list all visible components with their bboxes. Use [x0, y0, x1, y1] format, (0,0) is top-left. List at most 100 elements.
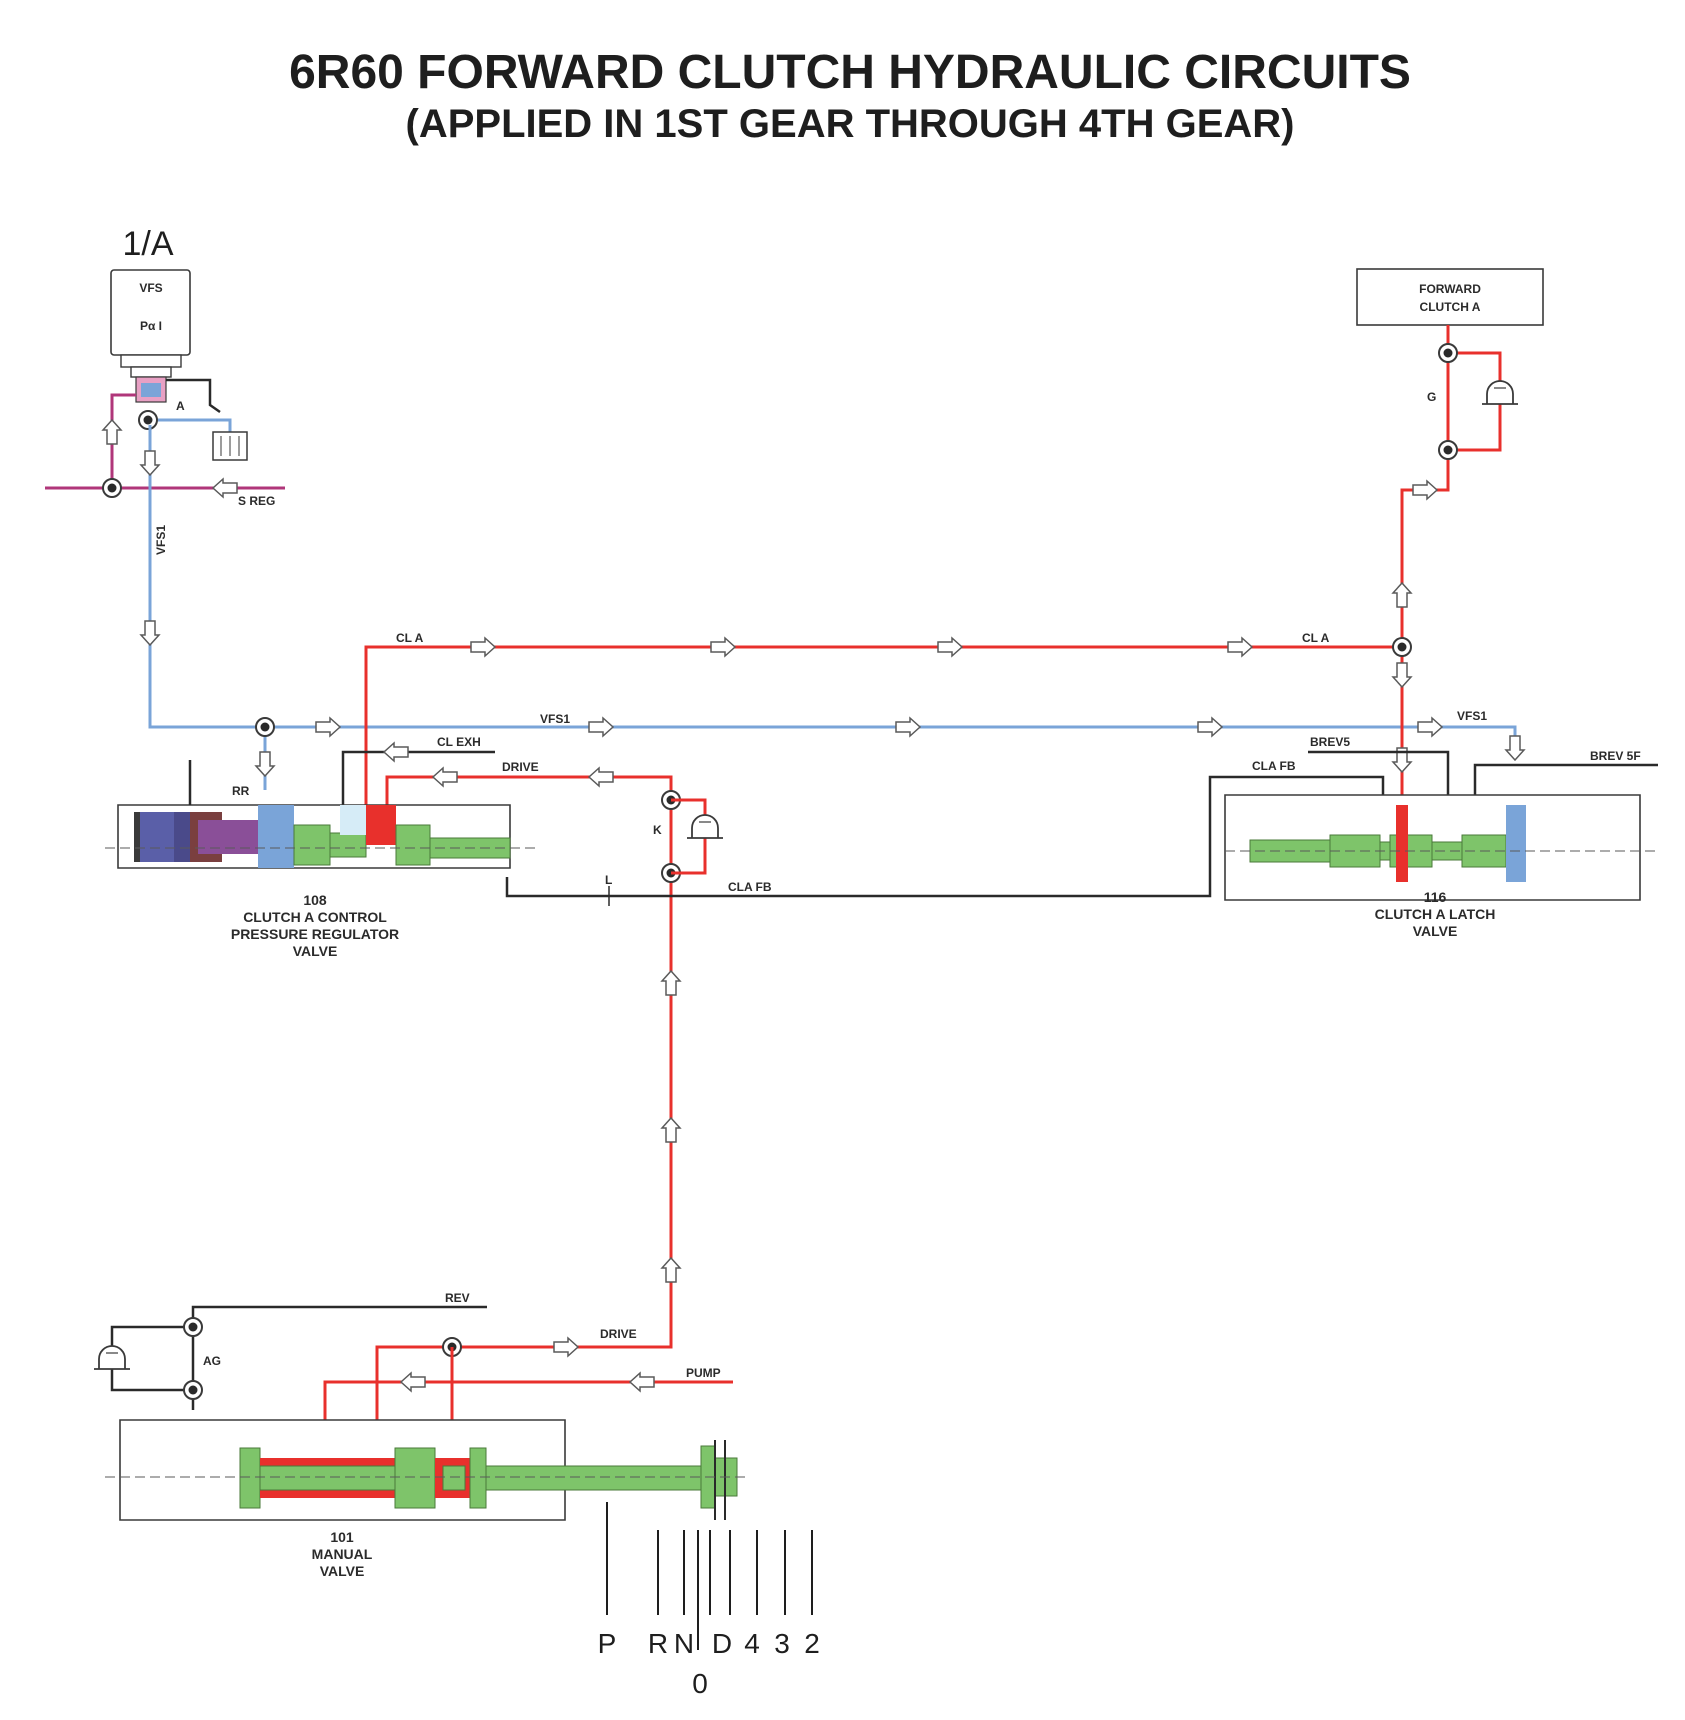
vfs1-right-label: VFS1 — [1457, 709, 1487, 723]
solenoid-label-vfs: VFS — [139, 281, 162, 295]
cl-a-junction — [1392, 637, 1412, 657]
check-ball-rr-label: RR — [232, 784, 250, 798]
vfs1-arrow-down-2 — [140, 620, 160, 646]
clutch-feed-ball-bottom — [1438, 440, 1458, 460]
brev5-line — [1308, 750, 1450, 795]
rev-label: REV — [445, 1291, 470, 1305]
check-ball-g-label: G — [1427, 390, 1436, 404]
cl-a-arrow-r1 — [470, 637, 496, 657]
vfs-solenoid: 1/A VFS Pα I — [110, 225, 191, 403]
vfs1-arrow-r5 — [1417, 717, 1443, 737]
s-reg-junction — [102, 478, 122, 498]
s-reg-label: S REG — [238, 494, 275, 508]
vfs1-junction — [255, 717, 275, 737]
ag-ball-bottom — [183, 1380, 203, 1400]
check-ball-a — [138, 410, 158, 430]
vfs1-mid-label: VFS1 — [540, 712, 570, 726]
valve-108-label-2: PRESSURE REGULATOR — [231, 926, 399, 942]
drive-line-top — [375, 775, 673, 1435]
vfs1-arrow-down-1 — [140, 450, 160, 476]
vfs1-arrow-r3 — [895, 717, 921, 737]
diagram-subtitle: (APPLIED IN 1ST GEAR THROUGH 4TH GEAR) — [406, 102, 1295, 146]
valve-116-label-2: VALVE — [1413, 923, 1458, 939]
cl-exh-line — [341, 750, 495, 805]
s-reg-flow-arrow-left — [212, 478, 238, 498]
vfs1-line — [148, 425, 1517, 758]
cl-a-line — [364, 353, 1450, 805]
drive-arrow-right-bottom — [553, 1337, 579, 1357]
drive-arrow-up-1 — [661, 970, 681, 996]
gear-position-2: 2 — [804, 1628, 820, 1659]
check-ball-ag-label: AG — [203, 1354, 221, 1368]
brev-5f-label: BREV 5F — [1590, 749, 1641, 763]
cl-a-arrow-up — [1392, 582, 1412, 608]
pump-label: PUMP — [686, 1366, 721, 1380]
drive-arrow-left-2 — [588, 767, 614, 787]
vfs1-arrow-r1 — [315, 717, 341, 737]
valve-101-label-2: VALVE — [320, 1563, 365, 1579]
ag-ball-top — [183, 1317, 203, 1337]
solenoid-feed-line — [110, 393, 136, 488]
cl-a-left-label: CL A — [396, 631, 424, 645]
cla-fb-line — [505, 775, 1385, 898]
gear-selector: P R N D 4 3 2 0 — [598, 1502, 820, 1699]
solenoid-exhaust-line — [166, 378, 221, 414]
vfs1-arrow-down-116 — [1505, 735, 1525, 761]
cl-a-right-label: CL A — [1302, 631, 1330, 645]
gear-position-p: P — [598, 1628, 617, 1659]
valve-108-label-1: CLUTCH A CONTROL — [243, 909, 387, 925]
forward-clutch-label-1: FORWARD — [1419, 282, 1481, 296]
rev-line — [191, 1305, 487, 1410]
clutch-accumulator-icon — [1481, 380, 1519, 405]
pump-arrow-2 — [400, 1372, 426, 1392]
cl-a-arrow-r2 — [710, 637, 736, 657]
vfs1-arrow-r4 — [1197, 717, 1223, 737]
valve-108-clutch-a-control — [105, 760, 540, 869]
gear-selector-sub-label: 0 — [692, 1668, 708, 1699]
ag-accumulator-icon — [93, 1345, 131, 1370]
cla-fb-bottom-label: CLA FB — [728, 880, 772, 894]
gear-position-d: D — [712, 1628, 732, 1659]
gear-position-4: 4 — [744, 1628, 760, 1659]
pump-arrow-1 — [629, 1372, 655, 1392]
cl-a-arrow-r3 — [937, 637, 963, 657]
valve-101-label-1: MANUAL — [312, 1546, 373, 1562]
drive-accumulator-icon — [686, 814, 724, 839]
valve-108-number: 108 — [303, 892, 327, 908]
cl-exh-arrow — [383, 742, 409, 762]
check-ball-a-label: A — [176, 399, 185, 413]
clutch-feed-ball-top — [1438, 343, 1458, 363]
cl-a-arrow-down-116 — [1392, 662, 1412, 688]
vfs1-vertical-label: VFS1 — [154, 525, 168, 555]
drive-top-label: DRIVE — [502, 760, 539, 774]
diagram-title: 6R60 FORWARD CLUTCH HYDRAULIC CIRCUITS — [289, 46, 1411, 99]
vfs1-arrow-to-rr — [255, 751, 275, 777]
valve-101-manual — [105, 1419, 745, 1521]
valve-101-number: 101 — [330, 1529, 354, 1545]
clutch-accumulator-loop — [1446, 325, 1502, 452]
cl-a-arrow-r4 — [1227, 637, 1253, 657]
cla-fb-right-label: CLA FB — [1252, 759, 1296, 773]
cl-exh-label: CL EXH — [437, 735, 481, 749]
pump-line — [323, 1380, 733, 1435]
cl-a-arrow-to-clutch — [1412, 480, 1438, 500]
gear-position-r: R — [648, 1628, 668, 1659]
drive-arrow-up-2 — [661, 1117, 681, 1143]
vfs1-arrow-r2 — [588, 717, 614, 737]
solenoid-id: 1/A — [122, 225, 173, 263]
valve-116-label-1: CLUTCH A LATCH — [1375, 906, 1496, 922]
drive-bottom-label: DRIVE — [600, 1327, 637, 1341]
forward-clutch-label-2: CLUTCH A — [1420, 300, 1481, 314]
valve-108-label-3: VALVE — [293, 943, 338, 959]
valve-116-number: 116 — [1424, 889, 1447, 905]
solenoid-vent-line — [150, 418, 232, 432]
gear-position-3: 3 — [774, 1628, 790, 1659]
s-reg-flow-arrow-up — [102, 419, 122, 445]
brev-5f-line — [1473, 763, 1658, 805]
forward-clutch-a: FORWARD CLUTCH A — [1356, 268, 1544, 326]
valve-116-clutch-a-latch — [1224, 794, 1660, 901]
solenoid-label-p: Pα I — [140, 319, 162, 333]
check-ball-k-label: K — [653, 823, 662, 837]
vent-basket-icon — [212, 431, 248, 461]
